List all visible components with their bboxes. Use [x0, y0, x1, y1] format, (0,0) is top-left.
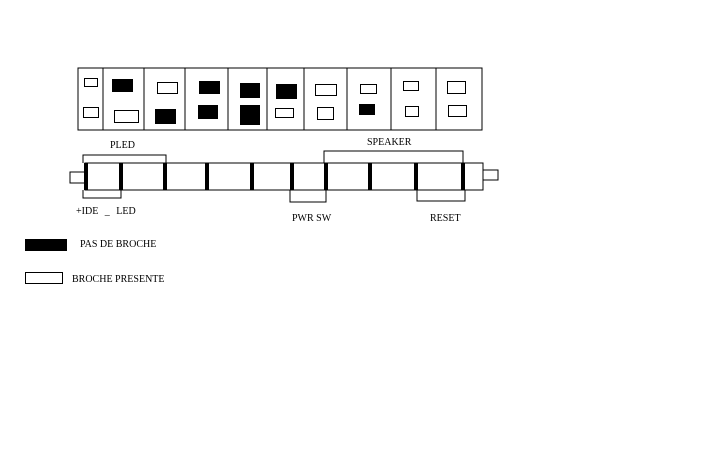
pin-cell-top-4-absent	[199, 81, 220, 94]
pin-cell-bottom-1-present	[83, 107, 99, 118]
ide-led-label: +IDE _ LED	[76, 206, 136, 217]
legend-hollow-label: BROCHE PRESENTE	[72, 274, 165, 285]
pin-cell-bottom-8-absent	[359, 104, 375, 115]
pin-grid	[77, 67, 483, 131]
reset-label: RESET	[430, 213, 461, 224]
pin-cell-bottom-4-absent	[198, 105, 218, 119]
grid-dividers	[102, 68, 437, 130]
pin-cell-bottom-5-absent	[240, 105, 260, 125]
pin-cell-top-1-present	[84, 78, 98, 87]
pin-cell-bottom-7-present	[317, 107, 334, 120]
reset-bracket	[416, 190, 466, 202]
pin-cell-top-6-absent	[276, 84, 297, 99]
speaker-label: SPEAKER	[367, 137, 412, 148]
legend-filled-swatch	[25, 239, 67, 251]
pin-cell-bottom-9-present	[405, 106, 419, 117]
pwr-sw-bracket	[289, 190, 327, 203]
legend-hollow-swatch	[25, 272, 63, 284]
pin-cell-top-5-absent	[240, 83, 260, 98]
legend-filled-label: PAS DE BROCHE	[80, 239, 157, 250]
header-connector	[69, 150, 499, 203]
pin-cell-top-2-absent	[112, 79, 133, 92]
pin-cell-top-10-present	[447, 81, 466, 94]
pin-cell-bottom-2-present	[114, 110, 139, 123]
pin-cell-bottom-6-present	[275, 108, 294, 118]
pled-bracket	[82, 154, 167, 163]
pin-cell-bottom-10-present	[448, 105, 467, 117]
pin-cell-top-7-present	[315, 84, 337, 96]
pwr-sw-label: PWR SW	[292, 213, 332, 224]
speaker-bracket	[323, 150, 464, 163]
pin-cell-bottom-3-absent	[155, 109, 176, 124]
ide-led-bracket	[82, 190, 122, 199]
pled-label: PLED	[110, 140, 135, 151]
pin-cell-top-3-present	[157, 82, 178, 94]
pin-cell-top-8-present	[360, 84, 377, 94]
pin-cell-top-9-present	[403, 81, 419, 91]
